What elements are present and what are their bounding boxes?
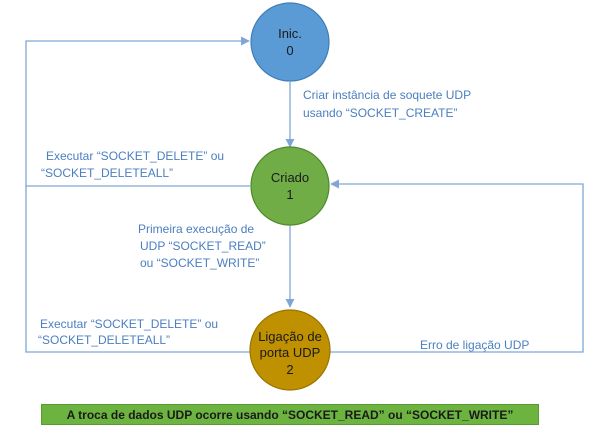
label-delete-created-line2: “SOCKET_DELETEALL” <box>41 166 173 180</box>
state-created-number: 1 <box>286 187 293 202</box>
label-first-exec-line1: Primeira execução de <box>138 222 254 236</box>
label-first-exec-line3: ou “SOCKET_WRITE” <box>140 256 259 270</box>
state-node-init: Inic. 0 <box>250 2 330 82</box>
label-delete-bound-line2: “SOCKET_DELETEALL” <box>38 333 170 347</box>
label-bind-error: Erro de ligação UDP <box>420 338 529 352</box>
data-exchange-banner-text: A troca de dados UDP ocorre usando “SOCK… <box>66 407 514 422</box>
state-bound-name-line2: porta UDP <box>260 345 321 360</box>
state-node-bound: Ligação de porta UDP 2 <box>249 309 331 391</box>
edge-bound-to-created <box>330 179 584 353</box>
state-node-created: Criado 1 <box>250 146 330 226</box>
edge-created-to-init <box>25 36 250 187</box>
state-created-name: Criado <box>271 170 309 185</box>
label-delete-created-line1: Executar “SOCKET_DELETE” ou <box>46 149 224 163</box>
data-exchange-banner: A troca de dados UDP ocorre usando “SOCK… <box>41 404 539 425</box>
edge-bound-to-init <box>25 186 250 353</box>
state-circle-bound <box>249 309 331 391</box>
label-first-exec-line2: UDP “SOCKET_READ” <box>140 239 266 253</box>
state-init-number: 0 <box>286 43 293 58</box>
label-delete-bound-line1: Executar “SOCKET_DELETE” ou <box>40 317 218 331</box>
state-bound-name-line1: Ligação de <box>258 329 322 344</box>
label-create-line1: Criar instância de soquete UDP <box>303 88 471 102</box>
label-create-line2: usando “SOCKET_CREATE” <box>303 106 458 120</box>
state-circle-created <box>250 146 330 226</box>
state-bound-number: 2 <box>286 362 293 377</box>
state-init-name: Inic. <box>278 26 302 41</box>
state-circle-init <box>250 2 330 82</box>
